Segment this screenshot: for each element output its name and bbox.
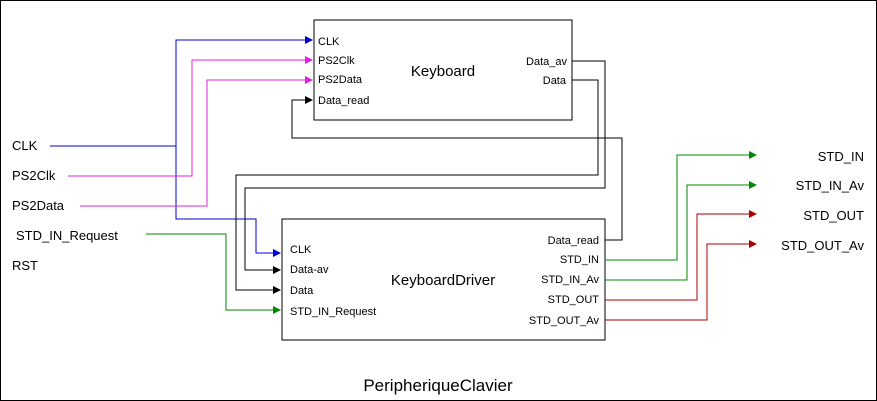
wire-std-in-request	[146, 233, 281, 314]
wire-data-read	[291, 96, 623, 241]
input-label-ps2data: PS2Data	[12, 198, 65, 213]
keyboard-title: Keyboard	[411, 63, 475, 80]
driver-port-data: Data	[290, 285, 314, 297]
frame-title: PeripheriqueClavier	[363, 376, 513, 395]
input-label-std-in-request: STD_IN_Request	[16, 228, 118, 243]
keyboard-block[interactable]	[313, 19, 573, 121]
wire-data	[235, 79, 599, 294]
driver-port-data-av: Data-av	[290, 264, 329, 276]
keyboard-port-clk: CLK	[318, 36, 340, 48]
driver-port-std-out: STD_OUT	[548, 294, 600, 306]
driver-port-std-in-request: STD_IN_Request	[290, 306, 376, 318]
output-label-std-out-av: STD_OUT_Av	[781, 238, 864, 253]
wire-std-in-av-out	[605, 181, 757, 281]
driver-port-data-read: Data_read	[548, 235, 599, 247]
keyboard-port-ps2clk: PS2Clk	[318, 55, 355, 67]
driver-port-clk: CLK	[290, 244, 312, 256]
wire-data-av	[244, 60, 606, 274]
driver-port-std-in: STD_IN	[560, 254, 599, 266]
wire-std-out-av-out	[605, 240, 757, 321]
driver-block[interactable]	[281, 218, 606, 341]
wire-std-in-out	[605, 151, 757, 261]
output-label-std-out: STD_OUT	[803, 208, 864, 223]
output-label-std-in-av: STD_IN_Av	[796, 178, 865, 193]
wire-clk-to-keyboard	[50, 36, 313, 147]
input-label-clk: CLK	[12, 138, 38, 153]
keyboard-port-ps2data: PS2Data	[318, 74, 363, 86]
wire-std-out-out	[605, 210, 757, 301]
driver-port-std-out-av: STD_OUT_Av	[529, 315, 600, 327]
wire-clk-to-driver	[175, 146, 281, 257]
keyboard-port-data: Data	[543, 75, 567, 87]
keyboard-port-data-av: Data_av	[526, 56, 567, 68]
driver-title: KeyboardDriver	[391, 272, 495, 289]
keyboard-port-data-read: Data_read	[318, 95, 369, 107]
output-label-std-in: STD_IN	[818, 149, 864, 164]
driver-port-std-in-av: STD_IN_Av	[541, 274, 599, 286]
input-label-ps2clk: PS2Clk	[12, 168, 56, 183]
input-label-rst: RST	[12, 258, 38, 273]
wire-ps2data	[80, 76, 313, 207]
wire-ps2clk	[68, 56, 313, 177]
